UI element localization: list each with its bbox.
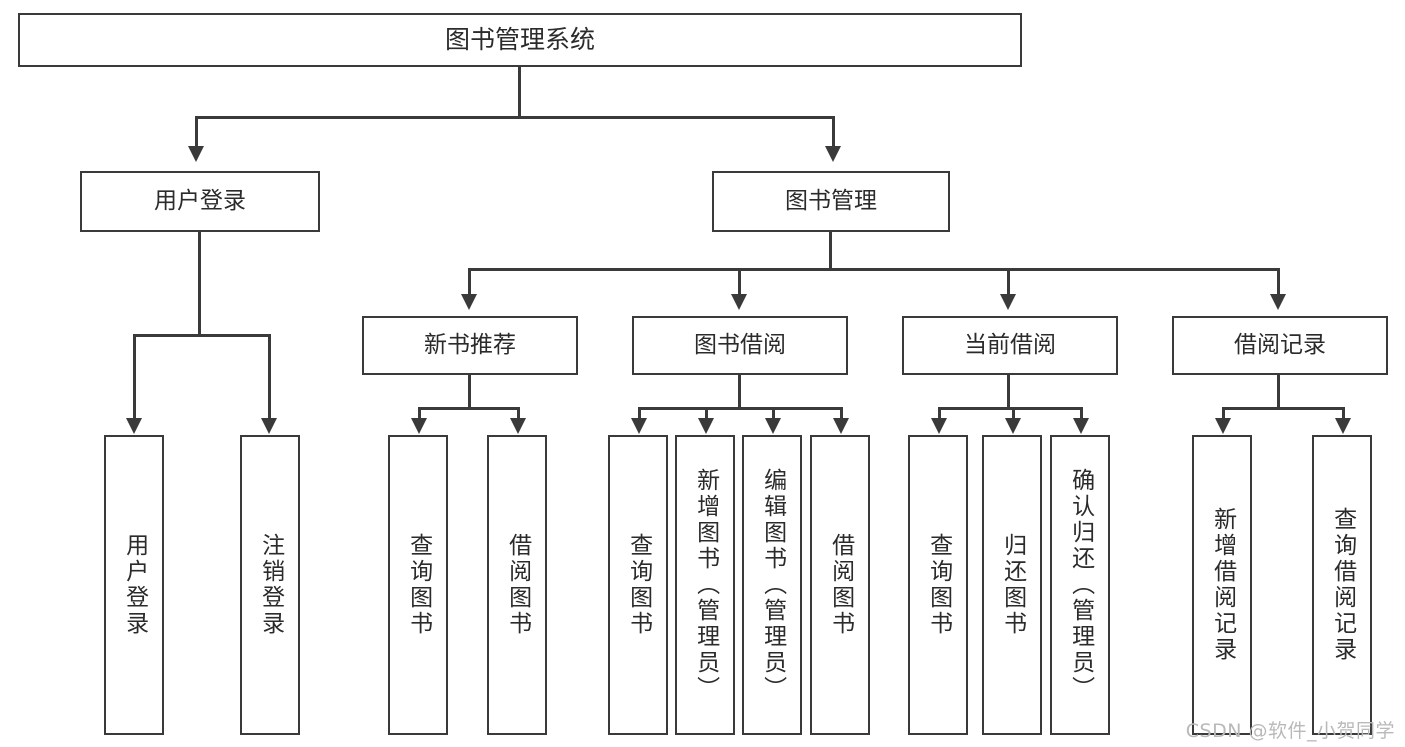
connector-bb-bus bbox=[638, 407, 843, 410]
leaf-book-borrow-add[interactable]: 新增图书（管理员） bbox=[675, 435, 735, 735]
leaf-borrow-record-add[interactable]: 新增借阅记录 bbox=[1192, 435, 1252, 735]
leaf-current-borrow-return[interactable]: 归还图书 bbox=[982, 435, 1042, 735]
connector-bb-c2 bbox=[705, 407, 708, 421]
arrow-bb-c4 bbox=[833, 418, 849, 434]
connector-bb-down bbox=[738, 375, 741, 408]
node-user-login[interactable]: 用户登录 bbox=[80, 171, 320, 232]
leaf-new-book-borrow[interactable]: 借阅图书 bbox=[487, 435, 547, 735]
connector-cb-c2 bbox=[1012, 407, 1015, 421]
arrow-user-login-leaf1 bbox=[126, 418, 142, 434]
node-current-borrow[interactable]: 当前借阅 bbox=[902, 316, 1118, 375]
connector-book-mgmt-down bbox=[829, 232, 832, 270]
node-label: 借阅记录 bbox=[1234, 331, 1326, 358]
node-new-book-recommend[interactable]: 新书推荐 bbox=[362, 316, 578, 375]
leaf-current-borrow-query[interactable]: 查询图书 bbox=[908, 435, 968, 735]
connector-br-c1 bbox=[1222, 407, 1225, 421]
node-label: 借阅图书 bbox=[827, 533, 854, 637]
leaf-current-borrow-confirm-return[interactable]: 确认归还（管理员） bbox=[1050, 435, 1110, 735]
arrow-to-new-book-recommend bbox=[461, 294, 477, 310]
connector-root-down bbox=[518, 67, 521, 117]
connector-user-login-bus bbox=[133, 334, 271, 337]
connector-book-mgmt-c1 bbox=[468, 268, 471, 296]
node-label: 用户登录 bbox=[154, 187, 246, 214]
arrow-nbr-c2 bbox=[510, 418, 526, 434]
node-label: 查询图书 bbox=[405, 533, 432, 637]
node-label: 确认归还（管理员） bbox=[1067, 468, 1094, 702]
arrow-bb-c2 bbox=[698, 418, 714, 434]
connector-nbr-bus bbox=[418, 407, 520, 410]
connector-root-bus bbox=[195, 116, 835, 119]
connector-book-mgmt-bus bbox=[468, 268, 1280, 271]
connector-book-mgmt-c3 bbox=[1007, 268, 1010, 296]
connector-cb-down bbox=[1007, 375, 1010, 408]
connector-br-down bbox=[1277, 375, 1280, 408]
arrow-br-c2 bbox=[1335, 418, 1351, 434]
node-label: 新增图书（管理员） bbox=[692, 468, 719, 702]
leaf-book-borrow-query[interactable]: 查询图书 bbox=[608, 435, 668, 735]
arrow-cb-c3 bbox=[1073, 418, 1089, 434]
connector-user-login-leaf1 bbox=[133, 334, 136, 422]
leaf-borrow-record-query[interactable]: 查询借阅记录 bbox=[1312, 435, 1372, 735]
connector-cb-c1 bbox=[938, 407, 941, 421]
arrow-to-user-login bbox=[188, 146, 204, 162]
node-label: 新书推荐 bbox=[424, 331, 516, 358]
node-label: 图书借阅 bbox=[694, 331, 786, 358]
arrow-cb-c1 bbox=[931, 418, 947, 434]
node-label: 当前借阅 bbox=[964, 331, 1056, 358]
connector-cb-bus bbox=[938, 407, 1083, 410]
arrow-br-c1 bbox=[1215, 418, 1231, 434]
connector-br-c2 bbox=[1342, 407, 1345, 421]
node-label: 查询图书 bbox=[925, 533, 952, 637]
connector-book-mgmt-c4 bbox=[1277, 268, 1280, 296]
connector-book-mgmt-c2 bbox=[738, 268, 741, 296]
arrow-nbr-c1 bbox=[411, 418, 427, 434]
node-label: 注销登录 bbox=[257, 533, 284, 637]
arrow-to-current-borrow bbox=[1000, 294, 1016, 310]
arrow-to-book-borrow bbox=[731, 294, 747, 310]
node-label: 归还图书 bbox=[999, 533, 1026, 637]
connector-nbr-c2 bbox=[517, 407, 520, 421]
connector-user-login-down bbox=[198, 232, 201, 335]
leaf-new-book-query[interactable]: 查询图书 bbox=[388, 435, 448, 735]
connector-root-to-book-mgmt bbox=[832, 116, 835, 146]
node-book-borrow[interactable]: 图书借阅 bbox=[632, 316, 848, 375]
node-label: 新增借阅记录 bbox=[1209, 507, 1236, 663]
connector-br-bus bbox=[1222, 407, 1345, 410]
leaf-book-borrow-edit[interactable]: 编辑图书（管理员） bbox=[742, 435, 802, 735]
node-label: 借阅图书 bbox=[504, 533, 531, 637]
arrow-bb-c3 bbox=[765, 418, 781, 434]
node-label: 用户登录 bbox=[121, 533, 148, 637]
leaf-user-login-logout[interactable]: 注销登录 bbox=[240, 435, 300, 735]
node-label: 查询图书 bbox=[625, 533, 652, 637]
arrow-user-login-leaf2 bbox=[261, 418, 277, 434]
arrow-cb-c2 bbox=[1005, 418, 1021, 434]
node-label: 图书管理系统 bbox=[444, 25, 595, 55]
connector-bb-c4 bbox=[840, 407, 843, 421]
arrow-bb-c1 bbox=[631, 418, 647, 434]
connector-bb-c3 bbox=[772, 407, 775, 421]
connector-cb-c3 bbox=[1080, 407, 1083, 421]
node-label: 图书管理 bbox=[785, 187, 877, 214]
arrow-to-borrow-record bbox=[1270, 294, 1286, 310]
node-root-library-management-system[interactable]: 图书管理系统 bbox=[18, 13, 1022, 67]
connector-root-to-user-login bbox=[195, 116, 198, 146]
arrow-to-book-mgmt bbox=[825, 146, 841, 162]
connector-bb-c1 bbox=[638, 407, 641, 421]
node-label: 编辑图书（管理员） bbox=[759, 468, 786, 702]
leaf-user-login-login[interactable]: 用户登录 bbox=[104, 435, 164, 735]
connector-user-login-leaf2 bbox=[268, 334, 271, 422]
node-book-management[interactable]: 图书管理 bbox=[712, 171, 950, 232]
connector-nbr-down bbox=[468, 375, 471, 408]
node-label: 查询借阅记录 bbox=[1329, 507, 1356, 663]
leaf-book-borrow-borrow[interactable]: 借阅图书 bbox=[810, 435, 870, 735]
connector-nbr-c1 bbox=[418, 407, 421, 421]
node-borrow-record[interactable]: 借阅记录 bbox=[1172, 316, 1388, 375]
